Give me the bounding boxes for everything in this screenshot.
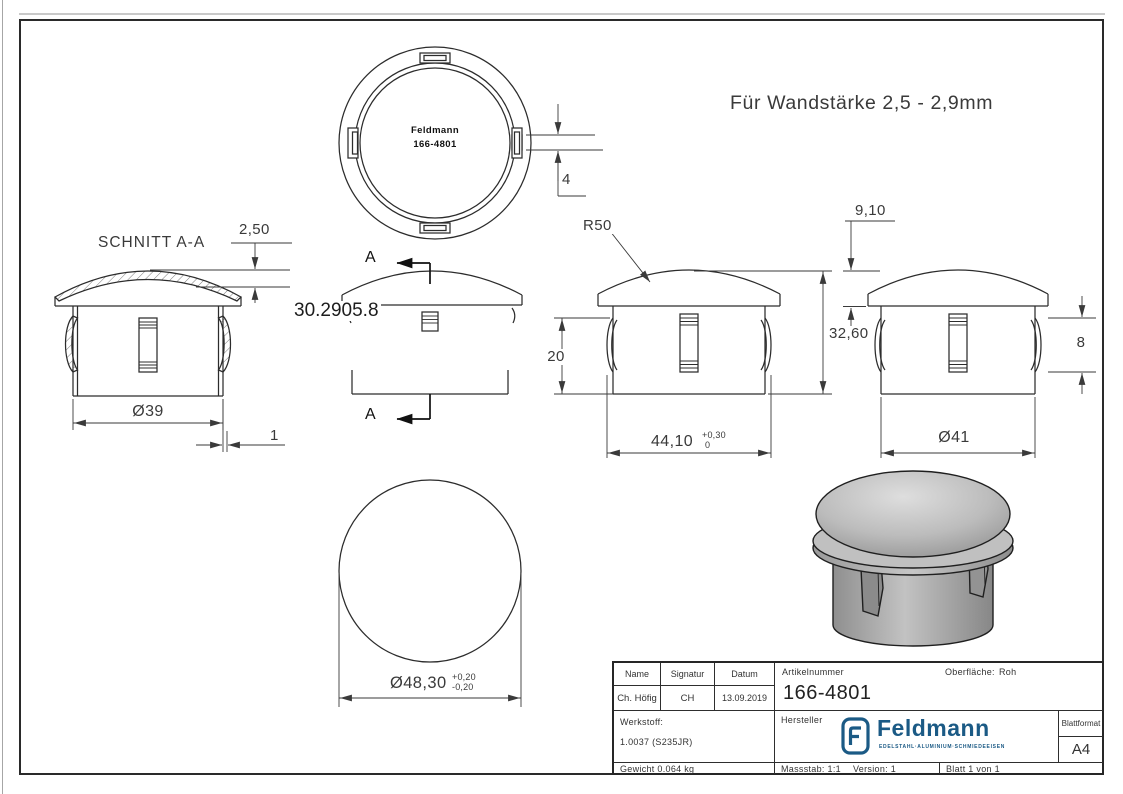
side-view-linework: [843, 220, 1096, 458]
werkstoff-label: Werkstoff:: [620, 717, 664, 727]
page-edge-line: [2, 0, 3, 794]
dim-cap-height-910: 9,10: [853, 202, 888, 219]
artikelnummer-cell: Artikelnummer Oberfläche: Roh 166-4801: [775, 663, 1103, 711]
blattformat-label: Blattformat: [1059, 711, 1103, 737]
cut-view-linework: [341, 257, 523, 425]
title-block: Name Signatur Datum Ch. Höfig CH 13.09.2…: [612, 661, 1104, 775]
header-signatur: Signatur: [661, 663, 715, 686]
header-name: Name: [614, 663, 661, 686]
version-value: Version: 1: [853, 764, 897, 774]
header-datum: Datum: [715, 663, 775, 686]
massstab-value: Massstab: 1:1: [781, 764, 841, 774]
value-signatur: CH: [661, 686, 715, 711]
drawing-frame: [19, 19, 1104, 775]
render-3d-cap: [812, 470, 1014, 647]
tolerance-lower: 0: [705, 440, 711, 450]
gewicht-value: Gewicht 0.064 kg: [620, 764, 695, 774]
tolerance-upper: +0,20: [452, 672, 476, 682]
dim-total-height-3260: 32,60: [827, 325, 871, 342]
feldmann-logo-wordmark: Feldmann: [877, 715, 990, 741]
dim-over-tabs-tolerance: +0,30 0: [702, 430, 726, 450]
tolerance-upper: +0,30: [702, 430, 726, 440]
blatt-value: Blatt 1 von 1: [946, 764, 1000, 774]
feldmann-logo-tagline: EDELSTAHL·ALUMINIUM·SCHMIEDEEISEN: [879, 744, 1006, 750]
massstab-cell: Massstab: 1:1 Version: 1: [775, 763, 940, 774]
section-view-linework: [53, 242, 292, 452]
dim-tab-width-4: 4: [560, 171, 573, 188]
header-oberflaeche: Oberfläche:: [945, 667, 995, 677]
dim-outer-diameter-4830: Ø48,30: [388, 674, 449, 693]
hersteller-label: Hersteller: [781, 715, 823, 725]
value-oberflaeche: Roh: [999, 667, 1017, 677]
dim-inner-diameter-39: Ø39: [130, 403, 166, 421]
front-view-linework: [554, 230, 832, 458]
overlay-part-number: 30.2905.8: [292, 300, 381, 321]
section-title: SCHNITT A-A: [96, 234, 208, 252]
top-view-linework: [338, 46, 603, 240]
header-artikelnummer: Artikelnummer: [782, 667, 844, 677]
section-marker-a-bottom: A: [365, 406, 377, 423]
werkstoff-value: 1.0037 (S235JR): [620, 737, 693, 747]
hersteller-cell: Hersteller Feldmann EDELSTAHL·ALUMINIUM·…: [775, 711, 1059, 763]
tolerance-lower: -0,20: [452, 682, 474, 692]
value-artikelnummer: 166-4801: [783, 682, 872, 704]
top-view-brand-label: Feldmann: [410, 125, 460, 136]
dim-body-diameter-41: Ø41: [936, 429, 972, 447]
value-name: Ch. Höfig: [614, 686, 661, 711]
feldmann-logo-icon: [841, 717, 870, 755]
dim-outer-diameter-tolerance: +0,20 -0,20: [452, 672, 476, 692]
gewicht-cell: Gewicht 0.064 kg: [614, 763, 775, 774]
dim-radius-r50: R50: [581, 217, 614, 234]
werkstoff-cell: Werkstoff: 1.0037 (S235JR): [614, 711, 775, 763]
wall-thickness-note: Für Wandstärke 2,5 - 2,9mm: [730, 92, 994, 114]
blatt-cell: Blatt 1 von 1: [940, 763, 1103, 774]
section-marker-a-top: A: [365, 249, 377, 266]
top-view-part-label: 166-4801: [413, 139, 457, 150]
dim-wall-thickness-1: 1: [268, 427, 281, 444]
dim-dome-thickness-250: 2,50: [237, 221, 272, 238]
dim-tab-height-8: 8: [1074, 334, 1088, 351]
dim-over-tabs-4410: 44,10: [649, 433, 696, 451]
dim-insert-depth-20: 20: [545, 348, 567, 365]
value-datum: 13.09.2019: [715, 686, 775, 711]
blattformat-value: A4: [1059, 737, 1103, 763]
frame-shadow-line: [19, 13, 1105, 15]
bottom-view-linework: [338, 479, 522, 707]
